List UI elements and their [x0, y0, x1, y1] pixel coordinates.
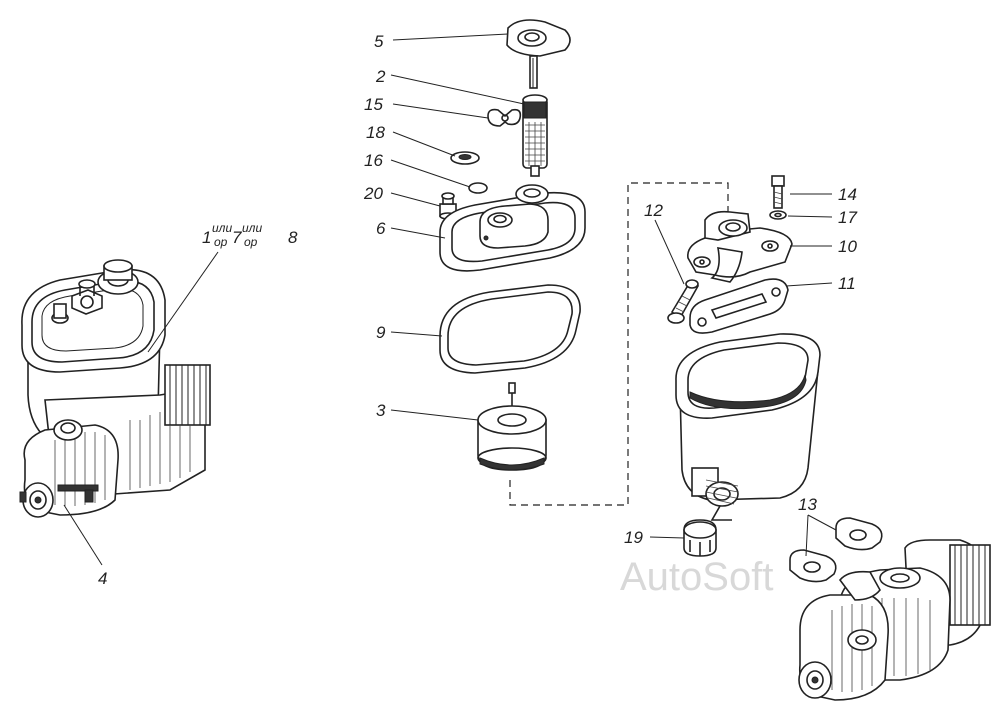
- designation-part-a: 1: [202, 228, 211, 247]
- assembly-dashed-line: [509, 182, 729, 506]
- part-9-gasket: [439, 284, 581, 374]
- part-13-gaskets: [789, 517, 883, 583]
- designation-ili-b: или: [242, 221, 262, 235]
- part-17-washer: [769, 210, 787, 220]
- callout-14: 14: [838, 185, 857, 204]
- part-2-filter-stem: [522, 94, 548, 177]
- part-12-banjo-bolt: [667, 279, 700, 324]
- assembly-designation: 1 или ор 7 или ор 8: [202, 221, 298, 249]
- part-19-cap-nut: [683, 519, 717, 557]
- callout-13: 13: [798, 495, 817, 514]
- watermark: AutoSoft: [620, 555, 773, 599]
- designation-or-a: ор: [214, 235, 228, 249]
- part-6-cover: [439, 184, 586, 272]
- callout-17: 17: [838, 208, 857, 227]
- callout-11: 11: [838, 274, 856, 293]
- callout-12: 12: [644, 201, 663, 220]
- callout-18: 18: [366, 123, 385, 142]
- part-18-washer: [450, 151, 480, 165]
- callout-9: 9: [376, 323, 386, 342]
- leader-lines: [63, 33, 837, 566]
- part-10-manifold: [687, 210, 793, 283]
- bottom-right-pump: [798, 539, 991, 701]
- designation-part-b: 7: [232, 228, 242, 247]
- part-14-bolt: [771, 175, 785, 209]
- callout-15: 15: [364, 95, 383, 114]
- callout-16: 16: [364, 151, 383, 170]
- callout-10: 10: [838, 237, 857, 256]
- callout-20: 20: [363, 184, 383, 203]
- part-3-filter: [477, 382, 547, 471]
- part-11-gasket: [689, 278, 789, 334]
- designation-ili-a: или: [212, 221, 232, 235]
- callout-3: 3: [376, 401, 386, 420]
- callout-4: 4: [98, 569, 107, 588]
- callout-2: 2: [375, 67, 386, 86]
- callout-5: 5: [374, 32, 384, 51]
- part-15-wing-nut: [487, 108, 522, 127]
- part-5-cap-knob: [506, 19, 571, 89]
- part-16-small-ring: [468, 182, 488, 194]
- designation-or-b: ор: [244, 235, 258, 249]
- assembled-pump: [19, 259, 211, 518]
- designation-part-c: 8: [288, 228, 298, 247]
- callout-19: 19: [624, 528, 643, 547]
- reservoir-tank: [675, 333, 821, 521]
- callout-6: 6: [376, 219, 386, 238]
- callout-labels: 5 2 15 18 16 20 6 9 3 12 14 17 10 11 13 …: [98, 32, 857, 588]
